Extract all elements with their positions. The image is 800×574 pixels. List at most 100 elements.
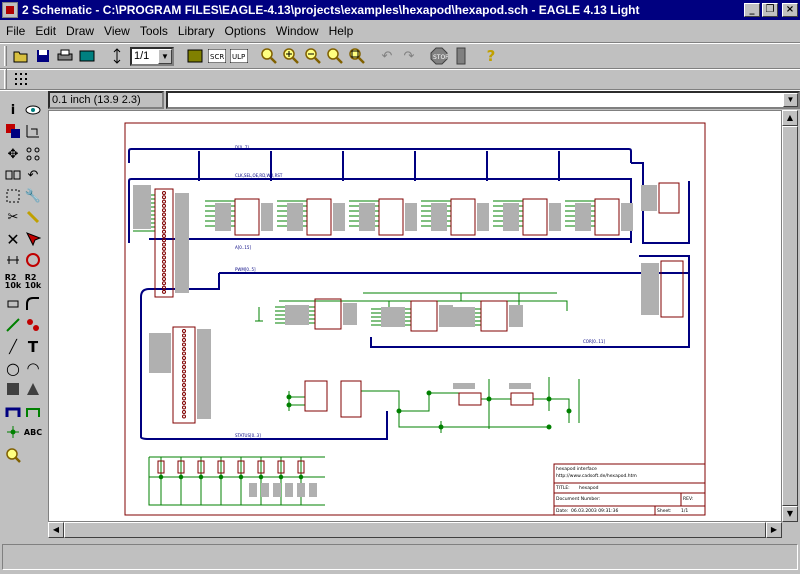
- command-line-input[interactable]: ▼: [166, 91, 800, 109]
- undo-icon[interactable]: ↶: [381, 48, 393, 64]
- open-icon[interactable]: [10, 45, 32, 67]
- display-icon[interactable]: [3, 121, 23, 141]
- wire-icon[interactable]: ╱: [9, 339, 17, 355]
- zoom-in-icon[interactable]: [280, 45, 302, 67]
- stop-icon[interactable]: STOP: [428, 45, 450, 67]
- group-icon[interactable]: [3, 186, 23, 206]
- vertical-scroll-thumb[interactable]: [782, 126, 798, 506]
- menu-library[interactable]: Library: [177, 24, 215, 38]
- sheet-icon[interactable]: [106, 45, 128, 67]
- cam-processor-icon[interactable]: [76, 45, 98, 67]
- lower-ic-1: [340, 380, 362, 418]
- restore-button[interactable]: ❐: [762, 3, 778, 17]
- circle-icon[interactable]: ○: [6, 358, 20, 378]
- redo-icon[interactable]: ↷: [403, 48, 415, 64]
- rect-icon[interactable]: [3, 379, 23, 399]
- mirror-icon[interactable]: [3, 165, 23, 185]
- schematic-canvas[interactable]: D[0..7] CLK,SEL,OE,RD,WR,RST A[0..15] PW…: [48, 110, 782, 522]
- latch-pad-0: [215, 203, 231, 231]
- close-button[interactable]: ×: [782, 3, 798, 17]
- menu-edit[interactable]: Edit: [35, 24, 57, 38]
- menu-window[interactable]: Window: [275, 24, 319, 38]
- junction-3: [426, 390, 432, 396]
- label-icon[interactable]: ABC: [23, 427, 43, 437]
- add-icon[interactable]: [23, 229, 43, 249]
- bus-label-pwm: PWM[0..5]: [235, 267, 256, 272]
- scroll-right-button[interactable]: ▶: [766, 522, 782, 538]
- cut-icon[interactable]: ✂: [7, 209, 19, 225]
- menu-help[interactable]: Help: [328, 24, 354, 38]
- horizontal-scrollbar[interactable]: ◀ ▶: [48, 522, 782, 538]
- connector-pin-8: [162, 225, 166, 230]
- bus-icon[interactable]: [3, 401, 23, 421]
- arc-icon[interactable]: ◠: [26, 359, 40, 377]
- eagle-app-icon[interactable]: [2, 2, 18, 18]
- print-icon[interactable]: [54, 45, 76, 67]
- menu-tools[interactable]: Tools: [139, 24, 168, 38]
- mark-icon[interactable]: [23, 121, 43, 141]
- help-icon[interactable]: ?: [486, 47, 496, 65]
- paste-icon[interactable]: [23, 207, 43, 227]
- sheet-select[interactable]: 1/1▼: [130, 46, 174, 66]
- invoke-icon[interactable]: [23, 315, 43, 335]
- net-icon[interactable]: [23, 401, 43, 421]
- script-icon[interactable]: SCR: [206, 45, 228, 67]
- rotate-icon[interactable]: ↶: [27, 167, 39, 183]
- command-history-dropdown[interactable]: ▼: [783, 93, 798, 107]
- zoom-out-icon[interactable]: [302, 45, 324, 67]
- scroll-up-button[interactable]: ▲: [782, 110, 798, 126]
- connector-2-pin-4: [182, 347, 186, 351]
- miter-icon[interactable]: [23, 294, 43, 314]
- resistor-3: [217, 460, 225, 474]
- polygon-icon[interactable]: [23, 379, 43, 399]
- latch-ic-3: [450, 198, 476, 236]
- title-block-docnum-label: Document Number:: [556, 496, 600, 502]
- info-icon[interactable]: i: [10, 102, 16, 118]
- delete-icon[interactable]: ✕: [6, 229, 20, 249]
- grid-icon[interactable]: [10, 68, 32, 90]
- copy-icon[interactable]: [23, 144, 43, 164]
- connector-right-top-pad: [641, 185, 657, 211]
- connector-2-pin-18: [182, 410, 186, 414]
- split-icon[interactable]: [3, 315, 23, 335]
- resistor-5: [257, 460, 265, 474]
- menu-options[interactable]: Options: [224, 24, 266, 38]
- smash-icon[interactable]: [3, 294, 23, 314]
- connector-2-pad: [149, 333, 171, 373]
- gateswap-icon[interactable]: [23, 250, 43, 270]
- junction-icon[interactable]: [3, 422, 23, 442]
- ulp-icon[interactable]: ULP: [228, 45, 250, 67]
- erc-icon[interactable]: [3, 445, 23, 465]
- parameter-toolbar-grip[interactable]: [4, 69, 7, 89]
- vertical-scrollbar[interactable]: ▲ ▼: [782, 110, 798, 522]
- scroll-left-button[interactable]: ◀: [48, 522, 64, 538]
- show-icon[interactable]: [23, 100, 43, 120]
- zoom-fit-icon[interactable]: [258, 45, 280, 67]
- change-icon[interactable]: 🔧: [24, 188, 42, 204]
- save-icon[interactable]: [32, 45, 54, 67]
- redraw-icon[interactable]: [324, 45, 346, 67]
- pinswap-icon[interactable]: [3, 250, 23, 270]
- connector-main: [154, 188, 174, 298]
- connector-pin-0: [162, 191, 166, 195]
- schematic-drawing[interactable]: D[0..7] CLK,SEL,OE,RD,WR,RST A[0..15] PW…: [49, 111, 782, 522]
- zoom-select-icon[interactable]: [346, 45, 368, 67]
- resistor-junction-1: [178, 474, 184, 480]
- menu-view[interactable]: View: [104, 24, 130, 38]
- menu-file[interactable]: File: [6, 24, 26, 38]
- resistor-6: [277, 460, 285, 474]
- go-icon[interactable]: [450, 45, 472, 67]
- menu-draw[interactable]: Draw: [66, 24, 95, 38]
- scroll-down-button[interactable]: ▼: [782, 506, 798, 522]
- horizontal-scroll-thumb[interactable]: [64, 522, 766, 538]
- connector-pin-18: [162, 268, 166, 273]
- toolbar-grip[interactable]: [4, 46, 7, 66]
- resistor-junction-3: [218, 474, 224, 480]
- text-icon[interactable]: T: [27, 338, 39, 356]
- board-switch-icon[interactable]: [184, 45, 206, 67]
- connector-2-pin-9: [182, 369, 186, 374]
- minimize-button[interactable]: _: [744, 3, 760, 17]
- move-icon[interactable]: ✥: [7, 146, 19, 162]
